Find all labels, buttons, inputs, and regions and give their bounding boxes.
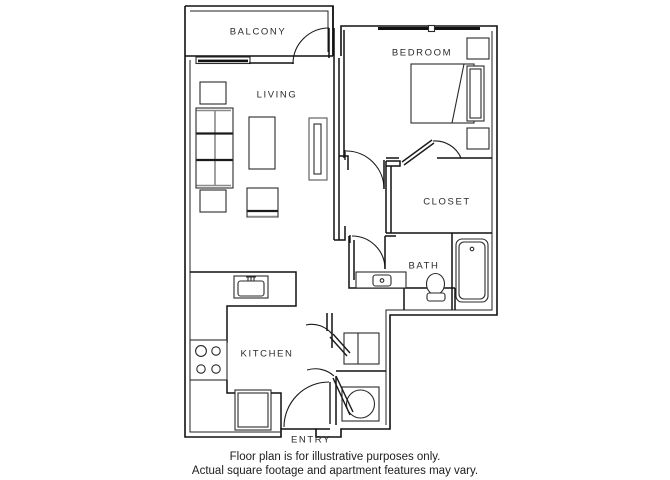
laundry-closet-door-lower-2[interactable] — [332, 377, 351, 416]
bathroom-area — [348, 233, 489, 310]
spine-wall-cap-lower — [334, 226, 346, 241]
kitchen-burner-1-icon — [195, 345, 207, 357]
entry-area — [283, 313, 386, 430]
closet-wall-stub — [386, 160, 401, 167]
kitchen-range-stove — [189, 339, 228, 381]
balcony-wall-inner-line — [190, 10, 329, 52]
spine-wall-notch — [339, 155, 349, 170]
closet-door-arc[interactable] — [432, 140, 462, 159]
bathroom-sink-drain-icon — [379, 278, 385, 283]
kitchen-faucet-icon — [246, 276, 256, 281]
laundry-closet-door-lower-arc[interactable] — [306, 368, 335, 377]
right-wall-inner-line — [385, 31, 493, 425]
caption-line-2: Actual square footage and apartment feat… — [192, 465, 478, 477]
laundry-closet-door-upper-arc[interactable] — [305, 323, 333, 335]
bedroom-door-arc[interactable] — [345, 150, 385, 190]
closet-door-leaf-2[interactable] — [403, 142, 435, 166]
kitchen-area — [189, 271, 297, 431]
room-label-kitchen: KITCHEN — [241, 349, 294, 360]
bedroom-nightstand-upper — [466, 37, 490, 60]
living-room-media-console-inner — [313, 123, 322, 175]
bathroom-tub-inner — [458, 241, 486, 300]
laundry-dryer — [343, 332, 380, 365]
room-label-balcony: BALCONY — [230, 27, 287, 38]
kitchen-counter-stub-right — [271, 392, 282, 429]
bathroom-door-threshold — [384, 235, 396, 269]
bedroom-bottom-wall — [343, 152, 399, 159]
bedroom-area — [343, 24, 492, 190]
caption-line-1: Floor plan is for illustrative purposes … — [230, 451, 441, 463]
room-label-bath: BATH — [408, 261, 439, 272]
kitchen-counter-upper — [190, 271, 297, 343]
room-label-closet: CLOSET — [423, 197, 471, 208]
kitchen-burner-4-icon — [211, 364, 221, 374]
living-room-end-table-lower — [199, 189, 227, 213]
kitchen-sink-basin — [237, 280, 265, 297]
bedroom-window — [378, 24, 480, 33]
bathroom-toilet-bowl — [425, 272, 446, 296]
bedroom-pillow-inner — [469, 68, 482, 119]
interior-wall-spine — [333, 58, 349, 241]
room-label-bedroom: BEDROOM — [392, 48, 452, 59]
closet-door-leaf[interactable] — [401, 139, 433, 163]
bathroom-door-arc[interactable] — [351, 235, 386, 270]
balcony-door-jamb — [328, 28, 335, 58]
room-label-living: LIVING — [257, 90, 298, 101]
living-room-end-table-upper — [199, 81, 227, 105]
entry-door-arc[interactable] — [283, 381, 330, 428]
bathroom-toilet-tank — [426, 292, 446, 302]
room-label-entry: ENTRY — [291, 435, 331, 446]
kitchen-burner-2-icon — [211, 346, 221, 356]
living-top-wall — [249, 62, 294, 64]
balcony-slider-glass — [198, 59, 248, 63]
unit-outer-boundary — [184, 6, 498, 438]
living-room-furniture — [195, 81, 328, 218]
left-wall-inner-line — [189, 60, 281, 433]
bedroom-window-glass-left — [378, 27, 429, 30]
bedroom-window-mullion — [427, 24, 436, 33]
bedroom-bed — [410, 63, 475, 124]
balcony-door-arc[interactable] — [292, 27, 330, 65]
laundry-closet-door-upper-2[interactable] — [329, 336, 348, 357]
laundry-closet-door-lower[interactable] — [335, 375, 354, 413]
closet-area — [385, 139, 492, 234]
balcony-partition — [195, 27, 335, 65]
bedroom-nightstand-lower — [466, 127, 490, 150]
room-labels: BALCONY LIVING BEDROOM CLOSET BATH KITCH… — [230, 27, 471, 446]
laundry-washer-drum-icon — [345, 389, 376, 419]
kitchen-counter-lower — [226, 380, 236, 394]
bathroom-tub-drain-icon — [469, 246, 475, 252]
laundry-closet-door-upper[interactable] — [332, 333, 351, 354]
living-room-coffee-table — [248, 116, 276, 170]
living-room-armchair — [246, 187, 279, 218]
disclaimer-caption: Floor plan is for illustrative purposes … — [192, 451, 478, 477]
kitchen-refrigerator-inner — [237, 392, 269, 428]
living-bedroom-partition — [333, 58, 340, 240]
bedroom-window-glass-right — [434, 27, 480, 30]
bedroom-bed-blanket-fold — [451, 63, 465, 124]
kitchen-burner-3-icon — [196, 364, 206, 374]
exterior-walls — [184, 5, 498, 438]
